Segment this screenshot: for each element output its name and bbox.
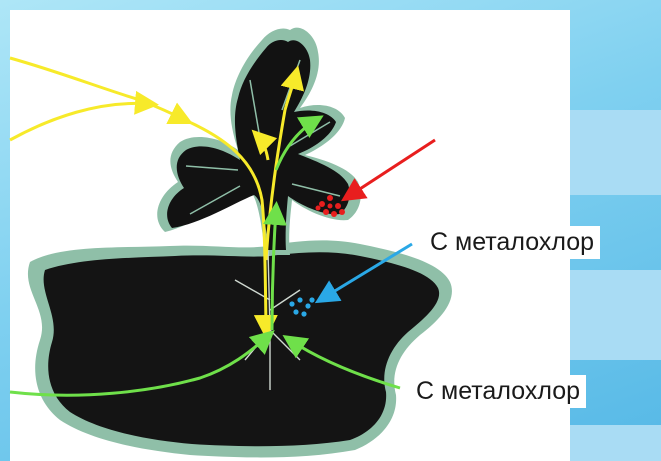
- upper-label: С металохлор: [424, 226, 600, 259]
- red-arrow: [346, 140, 435, 198]
- lower-label: С металохлор: [410, 375, 586, 408]
- soil: [44, 252, 440, 446]
